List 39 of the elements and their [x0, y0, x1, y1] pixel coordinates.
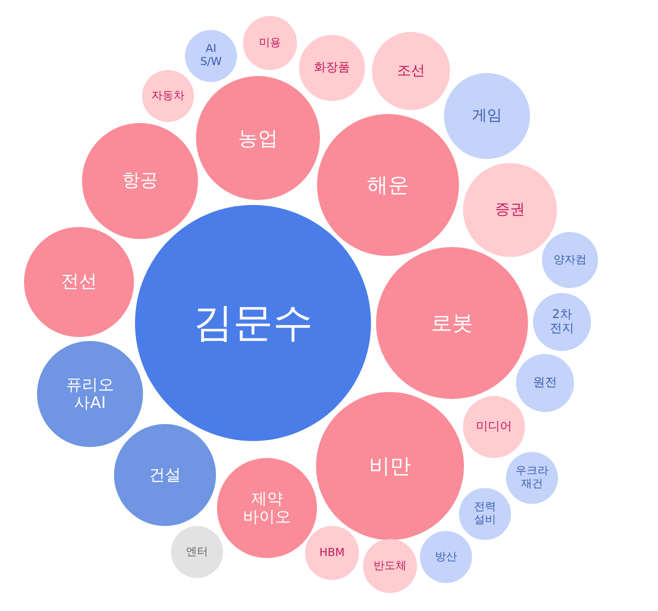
bubble-label: 제약 바이오: [242, 490, 292, 526]
topic-bubble: [363, 539, 417, 593]
topic-bubble: [185, 30, 237, 82]
bubble-label: 김문수: [193, 300, 313, 346]
bubble-label: 전선: [61, 272, 97, 292]
bubble-label: 양자컴: [554, 254, 586, 266]
bubble-label: 항공: [122, 170, 158, 192]
bubble-label: 우크라 재건: [514, 465, 550, 491]
topic-bubble: [420, 531, 472, 583]
bubble-label: HBM: [319, 546, 345, 560]
topic-bubble: [243, 16, 297, 70]
bubble-label: 농업: [238, 126, 278, 150]
bubble-label: 로봇: [431, 310, 473, 336]
bubble-label: 화장품: [314, 61, 350, 75]
bubble-label: 자동차: [152, 90, 184, 102]
bubble-label: 방산: [435, 550, 457, 564]
bubble-label: 전력 설비: [473, 501, 497, 527]
bubble-label: 퓨리오 사AI: [65, 376, 115, 412]
bubble-label: 엔터: [186, 546, 208, 558]
bubble-label: 게임: [472, 107, 502, 125]
bubble-label: 원전: [533, 376, 557, 390]
bubble-label: 2차 전지: [549, 308, 575, 336]
topic-bubble: [463, 396, 525, 458]
topic-bubble: [171, 526, 223, 578]
topic-bubble: [114, 424, 216, 526]
bubble-label: 건설: [149, 466, 181, 484]
bubble-label: 미용: [259, 36, 281, 50]
bubble-label: 반도체: [374, 560, 406, 572]
topic-bubble: [142, 70, 194, 122]
bubble-label: 해운: [367, 172, 409, 198]
bubble-label: 조선: [397, 62, 425, 80]
bubble-label: 비만: [369, 454, 411, 478]
topic-bubble: [516, 354, 574, 412]
bubble-label: AI S/W: [199, 43, 223, 69]
bubble-label: 증권: [495, 201, 525, 219]
topic-bubble: [506, 452, 558, 504]
topic-bubble: [305, 526, 359, 580]
topic-bubble: [459, 488, 511, 540]
bubble-label: 미디어: [476, 420, 512, 434]
